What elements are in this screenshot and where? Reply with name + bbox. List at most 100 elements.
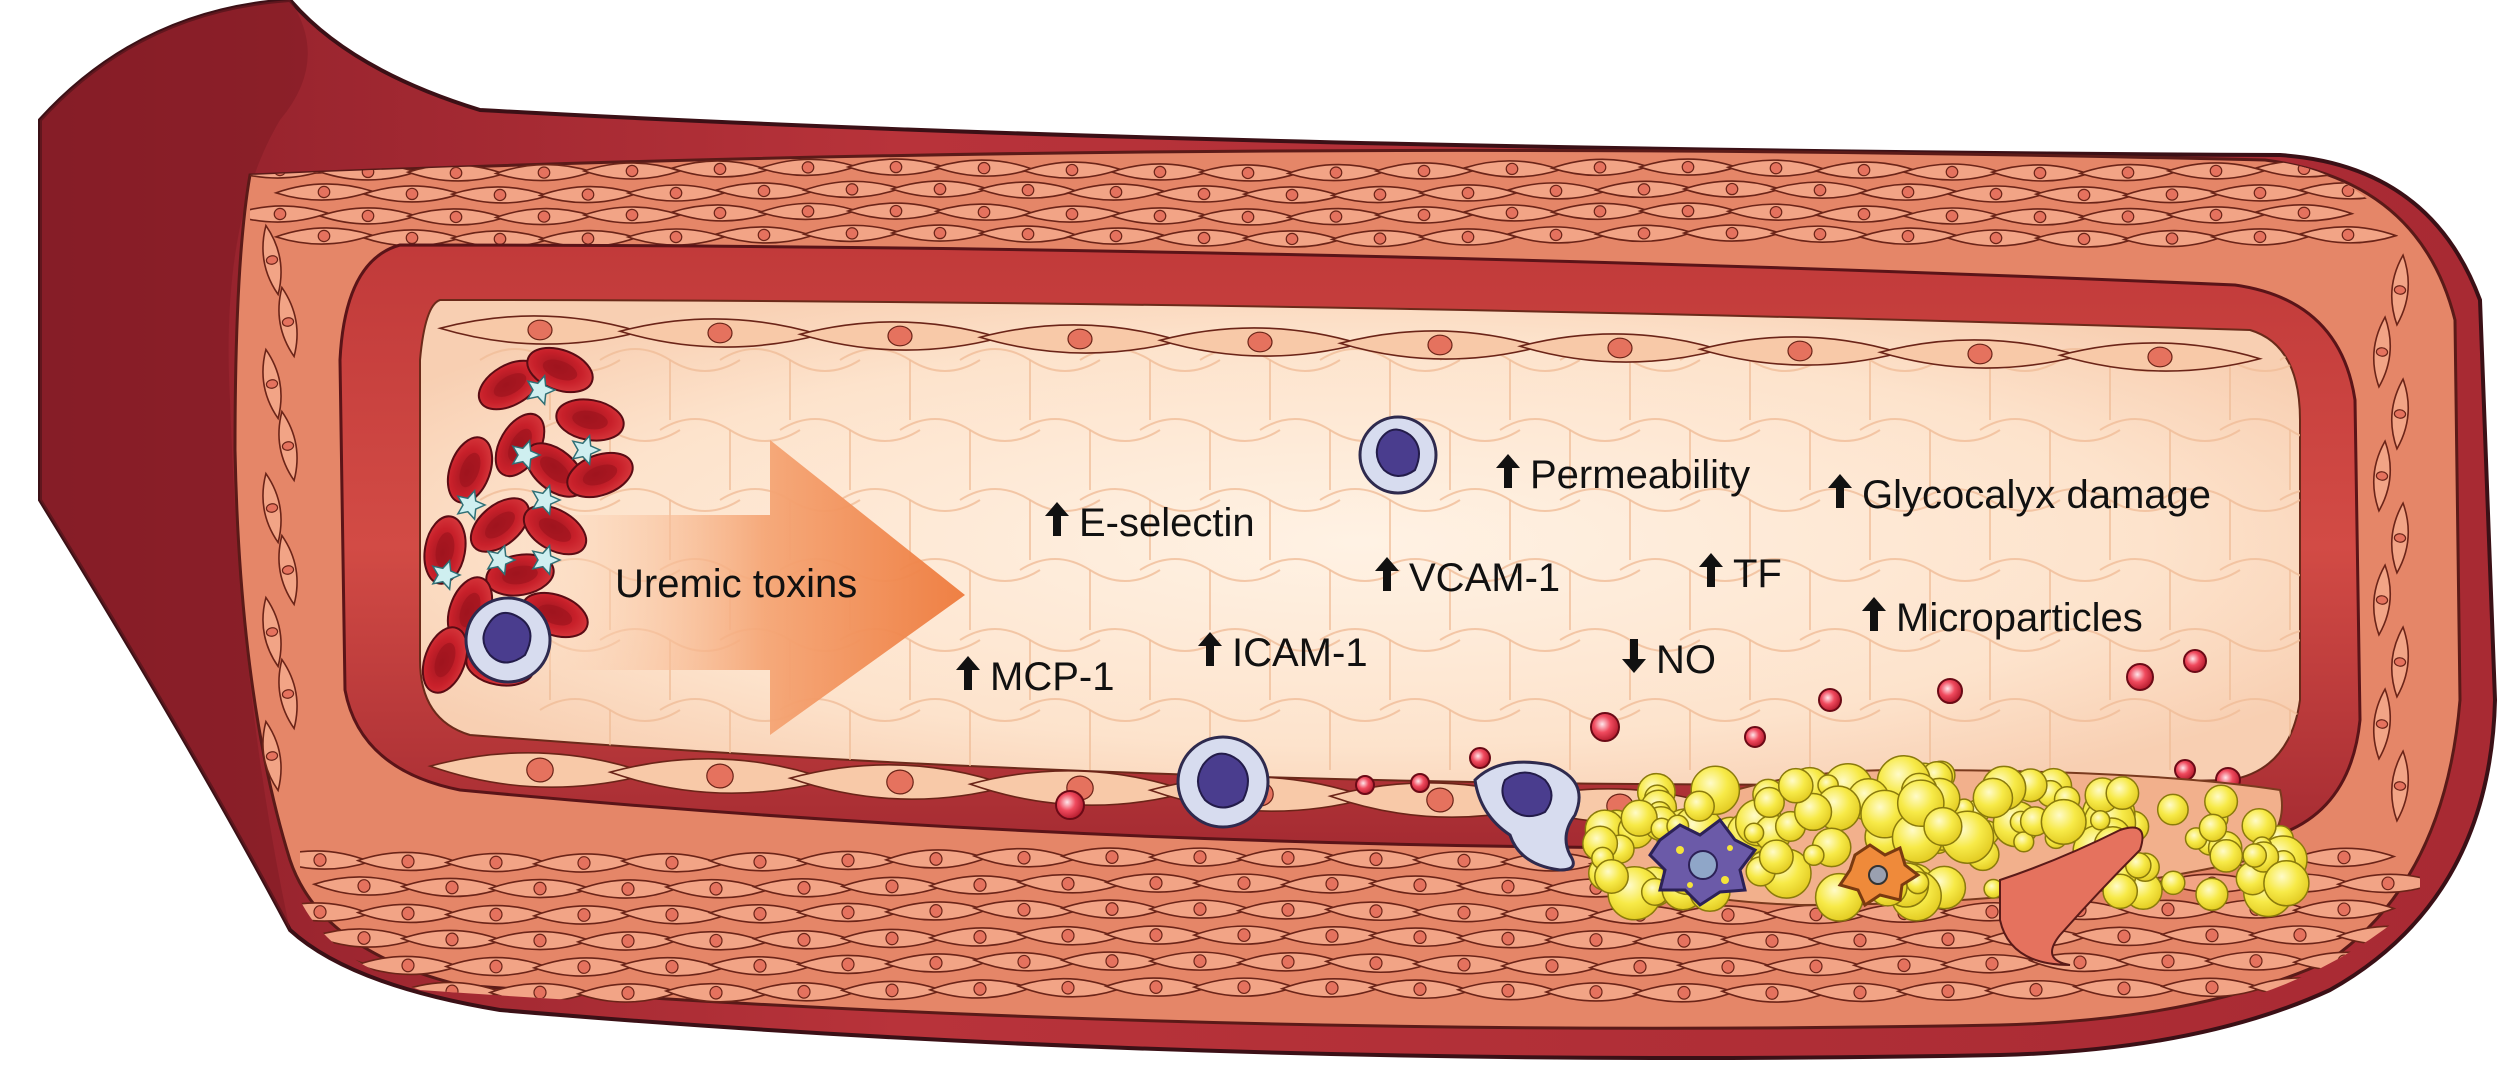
lipid-droplet — [2263, 860, 2310, 907]
muscle-cell — [1103, 873, 1209, 893]
muscle-cell — [1857, 227, 1959, 245]
muscle-cell — [278, 285, 298, 359]
muscle-cell — [2291, 899, 2397, 920]
endothelial-cell — [607, 757, 833, 795]
muscle-cell — [1675, 957, 1781, 977]
muscle-cell — [971, 951, 1077, 972]
endothelial-cell — [617, 318, 823, 348]
marker-label: VCAM-1 — [1409, 556, 1560, 600]
muscle-cell — [1015, 873, 1121, 894]
muscle-cell — [273, 227, 375, 245]
muscle-cell — [1813, 161, 1915, 179]
muscle-cell — [1411, 954, 1517, 975]
lipid-droplet — [1683, 790, 1715, 822]
platelet — [531, 483, 562, 517]
platelet — [456, 488, 487, 522]
muscle-cell — [795, 954, 901, 975]
muscle-cell — [1587, 957, 1693, 977]
platelet — [431, 558, 462, 592]
muscle-cell — [839, 928, 945, 949]
marker-label: MCP-1 — [990, 655, 1114, 699]
muscle-cell — [493, 163, 595, 182]
marker-label: Permeability — [1530, 453, 1750, 497]
microparticle — [1937, 678, 1963, 704]
microparticles — [1055, 649, 2241, 820]
arrow-up-icon — [1045, 502, 1069, 536]
microparticle — [1744, 726, 1766, 748]
muscle-cell — [1153, 229, 1255, 247]
muscle-cells-side — [262, 223, 2410, 823]
endothelial-cell — [2057, 342, 2263, 372]
arrow-up-icon — [1375, 557, 1399, 591]
arrow-down-icon — [1622, 639, 1646, 673]
muscle-cell — [1543, 982, 1649, 1002]
leukocyte-upper — [1358, 415, 1438, 495]
lipid-droplet — [2160, 870, 2186, 896]
microparticle — [1355, 775, 1375, 795]
platelet — [511, 438, 542, 472]
muscle-cell — [2372, 687, 2392, 761]
microparticle — [1469, 747, 1491, 769]
lipid-droplet — [2102, 873, 2139, 910]
marker-label: ICAM-1 — [1232, 631, 1368, 675]
marker-microparticles: Microparticles — [1862, 596, 2143, 640]
microparticle — [1590, 712, 1620, 742]
muscle-cell — [262, 719, 282, 793]
lipid-droplet — [2204, 784, 2239, 819]
muscle-cell — [1103, 925, 1209, 945]
muscle-cell — [1235, 900, 1341, 920]
muscle-cell — [2253, 204, 2355, 222]
red-blood-cell — [522, 504, 588, 556]
marker-no: NO — [1622, 638, 1716, 682]
endothelial-cell — [797, 321, 1003, 351]
arrow-up-icon — [1496, 454, 1520, 488]
lipid-droplet — [1793, 792, 1833, 832]
muscle-cell — [2291, 847, 2397, 868]
lipid-droplet — [2242, 843, 2268, 868]
lipid-droplet — [1777, 767, 1814, 804]
arrow-up-icon — [956, 656, 980, 690]
endothelial-cell — [1517, 333, 1723, 363]
muscle-cell — [1021, 205, 1123, 223]
muscle-cell — [1323, 953, 1429, 974]
muscle-cell — [669, 160, 771, 178]
platelet — [526, 373, 557, 407]
uremic-toxins-arrow — [520, 440, 965, 735]
muscle-cell — [707, 851, 813, 872]
arrow-up-icon — [1862, 597, 1886, 631]
muscle-cell — [405, 164, 507, 182]
red-blood-cell — [477, 359, 543, 411]
muscle-cell — [1813, 205, 1915, 223]
muscle-cell — [1901, 207, 2003, 225]
muscle-cell — [273, 183, 375, 201]
muscle-cell — [311, 928, 417, 948]
lipid-droplet — [1972, 777, 2014, 819]
endothelium-top — [437, 315, 2263, 372]
lipid-droplet — [2198, 813, 2228, 843]
macrophage — [1648, 817, 1758, 907]
marker-mcp-1: MCP-1 — [956, 655, 1114, 699]
marker-label: E-selectin — [1079, 501, 1255, 545]
lipid-droplet — [1620, 799, 1658, 837]
muscle-cell — [663, 982, 769, 1003]
muscle-cell — [2071, 926, 2177, 947]
lipid-droplet — [1753, 786, 1785, 819]
muscle-cell — [1059, 847, 1165, 867]
red-blood-cell — [566, 451, 634, 499]
muscle-cell — [751, 981, 857, 1002]
red-blood-cell — [446, 436, 494, 504]
endothelial-cell — [1157, 327, 1363, 357]
muscle-cell — [883, 953, 989, 973]
marker-icam-1: ICAM-1 — [1198, 631, 1368, 675]
muscle-cell — [2390, 253, 2410, 327]
muscle-cell — [1461, 160, 1563, 178]
microparticle — [2183, 649, 2207, 673]
muscle-cell — [2390, 501, 2410, 575]
muscle-cell — [2372, 563, 2392, 637]
muscle-cell — [399, 877, 505, 898]
muscle-cell — [262, 471, 282, 545]
muscle-cell — [707, 955, 813, 976]
uremic-toxins-label: Uremic toxins — [615, 562, 857, 606]
marker-permeability: Permeability — [1496, 453, 1750, 497]
lipid-droplet — [1802, 844, 1825, 867]
